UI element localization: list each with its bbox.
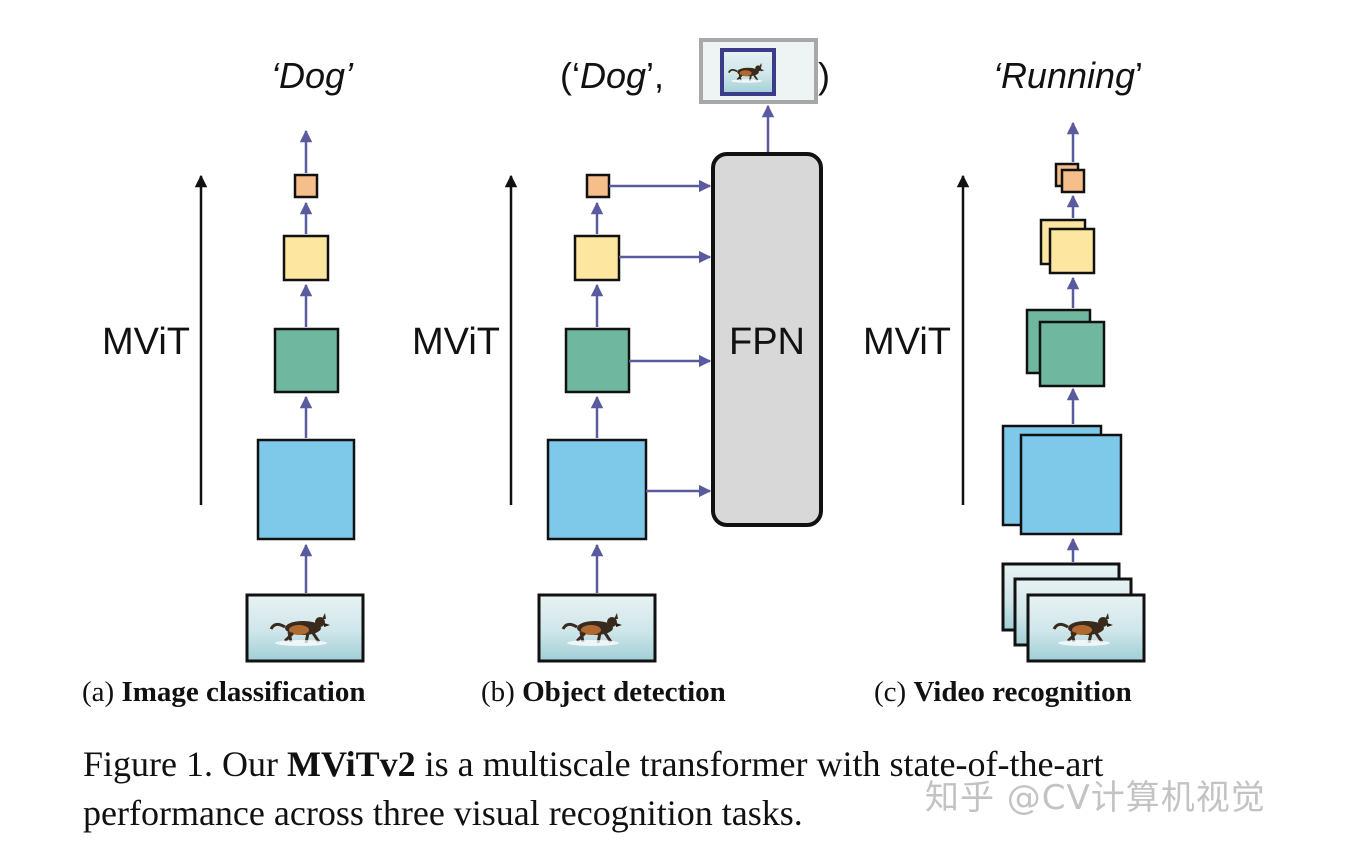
panel-c-output-label: ‘Running’ <box>993 55 1143 96</box>
panel-b-output-text: Dog <box>580 55 646 96</box>
panel-b-output-paren: ) <box>818 55 830 96</box>
fpn-label: FPN <box>729 321 805 363</box>
panel-a-input-image <box>245 593 365 663</box>
panel-object-detection: (‘Dog’, ) MViT FPN <box>412 38 830 663</box>
panel-b-input-image <box>537 593 657 663</box>
dog-photo-icon <box>539 595 655 661</box>
fpn-block <box>711 152 823 527</box>
panel-a-output-label: ‘Dog’ <box>271 55 354 96</box>
panel-a-stage-2 <box>273 327 340 394</box>
panel-a-stage-4 <box>293 173 319 199</box>
panel-b-stage-1 <box>546 438 648 541</box>
panel-video-recognition: ‘Running’ MViT <box>863 55 1146 663</box>
panel-c-input-frames <box>1001 562 1146 663</box>
panel-a-title: Image classification <box>121 676 366 708</box>
caption-prefix: Figure 1. Our <box>83 744 287 784</box>
panel-c-stage-4-front <box>1060 168 1086 194</box>
panel-b-stage-4 <box>585 173 611 199</box>
panel-c-title: Video recognition <box>913 676 1132 708</box>
caption-model-name: MViTv2 <box>286 744 416 784</box>
panel-c-stage-3-front <box>1048 227 1096 275</box>
dog-photo-icon <box>247 595 363 661</box>
watermark: 知乎 @CV计算机视觉 <box>925 778 1266 818</box>
panel-a-stage-3 <box>282 234 330 282</box>
panel-b-letter: (b) <box>481 676 515 708</box>
panel-a-stage-1 <box>256 438 356 541</box>
panel-b-stage-2 <box>564 327 631 394</box>
panel-b-output-crop <box>699 38 818 104</box>
panel-image-classification: ‘Dog’ MViT <box>102 55 365 663</box>
panel-b-title: Object detection <box>522 676 726 708</box>
panel-b-mvit-label: MViT <box>412 321 500 363</box>
panel-c-caption: (c) Video recognition <box>874 676 1132 709</box>
panel-b-stage-3 <box>573 234 621 282</box>
panel-c-stage-2-front <box>1038 320 1106 388</box>
panel-b-input-frame <box>537 593 657 663</box>
panel-a-letter: (a) <box>82 676 115 708</box>
panel-c-stage-1-front <box>1019 433 1123 536</box>
panel-a-caption: (a) Image classification <box>82 676 366 709</box>
caption-rest: is a multiscale transformer with state-o… <box>83 744 1104 833</box>
panel-b-caption: (b) Object detection <box>481 676 726 709</box>
figure-caption: Figure 1. Our MViTv2 is a multiscale tra… <box>83 740 1183 838</box>
panel-a-output-text: Dog <box>279 55 345 96</box>
panel-c-mvit-label: MViT <box>863 321 951 363</box>
panel-a-mvit-label: MViT <box>102 321 190 363</box>
panel-c-letter: (c) <box>874 676 907 708</box>
panel-c-output-text: Running <box>1001 55 1135 96</box>
panel-b-output-label: (‘Dog’, <box>560 55 664 96</box>
